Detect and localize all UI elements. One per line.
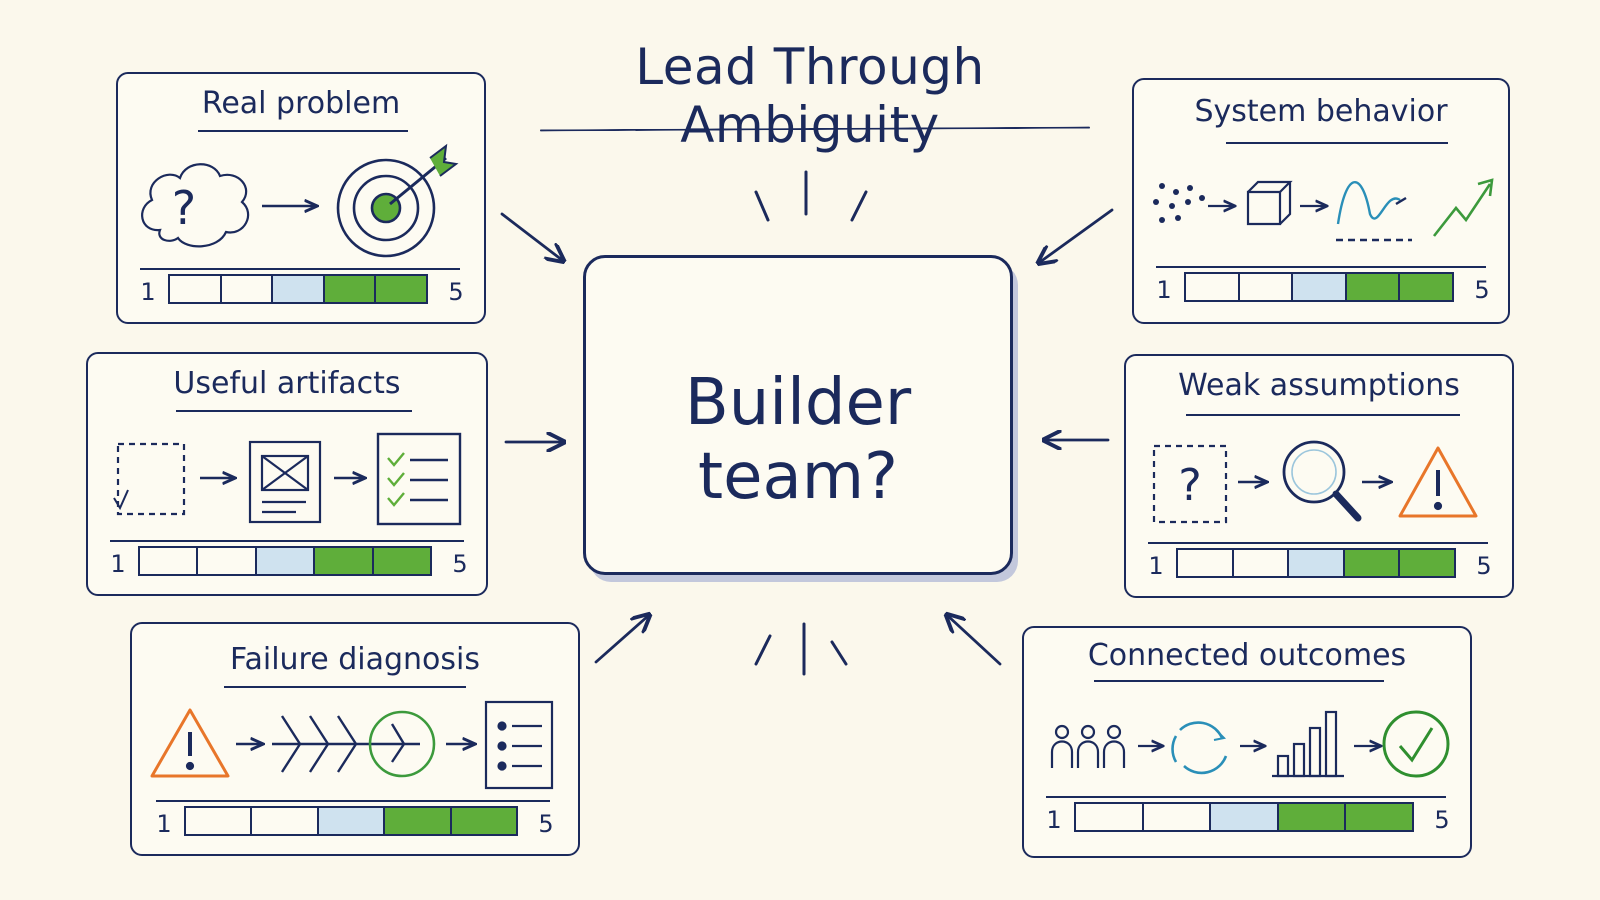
card-title: Useful artifacts xyxy=(173,366,401,401)
scale-segment-5 xyxy=(371,546,432,576)
scale-segment-1 xyxy=(1184,272,1240,302)
scale-segment-1 xyxy=(168,274,222,304)
scale-max: 5 xyxy=(538,810,554,838)
scale-segment-1 xyxy=(1074,802,1144,832)
scale-segment-2 xyxy=(1141,802,1212,832)
title-underline xyxy=(224,686,466,688)
scale-segment-3 xyxy=(1287,548,1345,578)
card-title: System behavior xyxy=(1194,94,1448,129)
card-failure-diagnosis: Failure diagnosis 1 5 xyxy=(130,622,580,856)
scale-segment-4 xyxy=(322,274,377,304)
title-underline xyxy=(176,410,412,412)
scale-max: 5 xyxy=(1476,552,1492,580)
scale-segment-3 xyxy=(271,274,325,304)
title-underline xyxy=(1226,142,1448,144)
card-title: Real problem xyxy=(201,86,401,121)
scale-segment-2 xyxy=(1231,548,1290,578)
scale-max: 5 xyxy=(452,550,468,578)
center-node: Builder team? xyxy=(583,255,1013,575)
scale-segment-1 xyxy=(184,806,253,836)
card-connected-outcomes: Connected outcomes 1 5 xyxy=(1022,626,1472,858)
arrow-failure-diagnosis xyxy=(594,616,648,664)
card-title: Connected outcomes xyxy=(1087,638,1407,673)
scale-segment-5 xyxy=(1398,272,1454,302)
arrow-connected-outcomes xyxy=(948,616,1002,666)
scale-min: 1 xyxy=(1156,276,1172,304)
card-system-behavior: System behavior 1 5 xyxy=(1132,78,1510,324)
card-real-problem: Real problem 1 5 xyxy=(116,72,486,324)
scale-segment-4 xyxy=(1342,548,1401,578)
scale-segment-3 xyxy=(316,806,386,836)
scale-segment-5 xyxy=(374,274,428,304)
scale-segment-4 xyxy=(1276,802,1347,832)
rating-scale: 1 5 xyxy=(1156,266,1490,304)
scale-segment-1 xyxy=(1176,548,1234,578)
scale-segment-3 xyxy=(1209,802,1279,832)
scale-segment-2 xyxy=(196,546,257,576)
scale-min: 1 xyxy=(156,810,172,838)
rating-scale: 1 5 xyxy=(1046,796,1450,834)
arrow-system-behavior xyxy=(1040,208,1114,262)
scale-segment-3 xyxy=(1291,272,1347,302)
title-underline xyxy=(1186,414,1460,416)
scale-max: 5 xyxy=(448,278,464,306)
rating-scale: 1 5 xyxy=(140,268,464,306)
scale-segment-1 xyxy=(138,546,199,576)
card-title: Failure diagnosis xyxy=(229,642,480,677)
burst-lines-bottom xyxy=(754,622,848,676)
scale-max: 5 xyxy=(1474,276,1490,304)
burst-lines-top xyxy=(754,170,868,222)
scale-min: 1 xyxy=(110,550,126,578)
title-underline xyxy=(198,130,408,132)
scale-segment-3 xyxy=(254,546,316,576)
card-title: Weak assumptions xyxy=(1178,368,1460,403)
diagram-title: Lead Through Ambiguity xyxy=(635,38,985,154)
scale-segment-5 xyxy=(1344,802,1414,832)
scale-min: 1 xyxy=(140,278,156,306)
rating-scale: 1 5 xyxy=(110,540,468,578)
scale-segment-2 xyxy=(1237,272,1294,302)
scale-segment-2 xyxy=(250,806,319,836)
scale-max: 5 xyxy=(1434,806,1450,834)
card-weak-assumptions: Weak assumptions 1 5 xyxy=(1124,354,1514,598)
center-label: Builder team? xyxy=(684,366,912,514)
scale-segment-2 xyxy=(219,274,274,304)
rating-scale: 1 5 xyxy=(156,800,554,838)
scale-min: 1 xyxy=(1046,806,1062,834)
scale-min: 1 xyxy=(1148,552,1164,580)
scale-segment-4 xyxy=(1344,272,1401,302)
scale-segment-4 xyxy=(313,546,374,576)
card-useful-artifacts: Useful artifacts 1 5 xyxy=(86,352,488,596)
title-underline xyxy=(1094,680,1384,682)
scale-segment-5 xyxy=(449,806,518,836)
arrow-real-problem xyxy=(500,212,562,260)
scale-segment-5 xyxy=(1398,548,1456,578)
rating-scale: 1 5 xyxy=(1148,542,1492,580)
scale-segment-4 xyxy=(383,806,452,836)
